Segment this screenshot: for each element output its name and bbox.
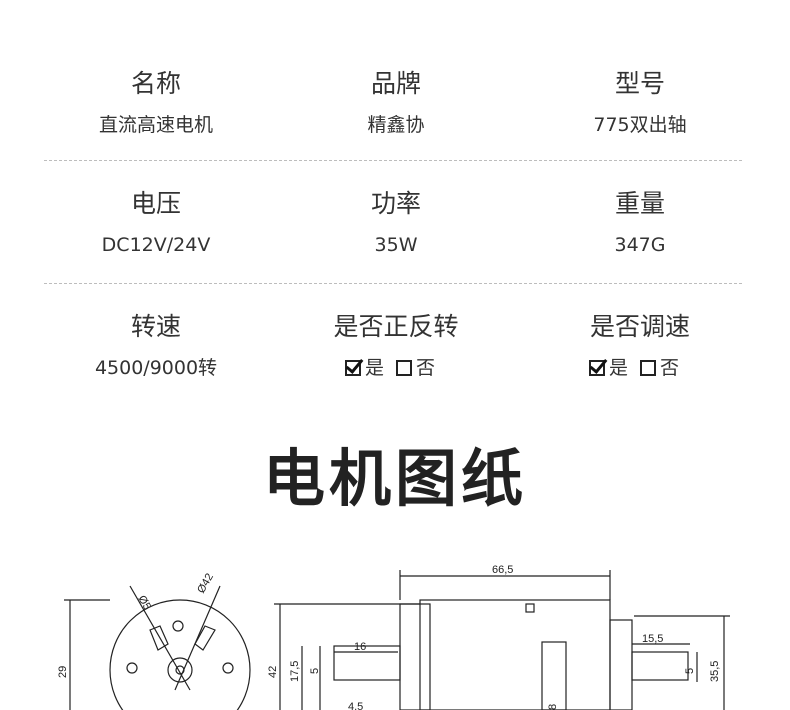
option-label: 是 xyxy=(608,357,628,379)
spec-reversible: 是否正反转 是 否 xyxy=(276,311,516,383)
option-label: 否 xyxy=(416,357,436,379)
adjustable-options: 是 否 xyxy=(588,355,691,381)
dim-15-5: 15,5 xyxy=(642,633,663,645)
dim-d42: Ø42 xyxy=(195,571,216,595)
spec-label: 电压 xyxy=(130,189,181,218)
spec-label: 是否正反转 xyxy=(333,312,459,341)
dim-66-5: 66,5 xyxy=(492,564,513,576)
reversible-options: 是 否 xyxy=(344,355,447,381)
section-title: 电机图纸 xyxy=(262,442,527,515)
front-center-boss xyxy=(167,657,193,683)
side-tab xyxy=(525,603,535,613)
spec-value: 直流高速电机 xyxy=(98,114,213,136)
dim-5-right: 5 xyxy=(684,668,696,674)
side-window xyxy=(541,641,567,710)
front-outer-circle xyxy=(109,599,251,710)
spec-label: 功率 xyxy=(370,189,421,218)
spec-voltage: 电压 DC12V/24V xyxy=(36,188,276,258)
spec-value: 347G xyxy=(614,234,666,256)
spec-label: 品牌 xyxy=(370,69,421,98)
spec-options: 是 否 xyxy=(276,355,516,383)
spec-value: DC12V/24V xyxy=(101,234,211,256)
adjustable-yes-checkbox[interactable] xyxy=(588,360,605,376)
adjustable-no-checkbox[interactable] xyxy=(640,360,656,376)
dim-d5: Ø5 xyxy=(135,594,153,613)
leader-line xyxy=(174,585,221,691)
front-hole xyxy=(222,662,234,674)
front-hole xyxy=(172,620,184,632)
spec-value: 精鑫协 xyxy=(367,114,425,136)
front-hole xyxy=(126,662,138,674)
spec-row-2: 电压 DC12V/24V 功率 35W 重量 347G xyxy=(0,188,790,268)
spec-name: 名称 直流高速电机 xyxy=(36,68,276,138)
dim-35-5: 35,5 xyxy=(709,661,721,682)
spec-speed: 转速 4500/9000转 xyxy=(36,311,276,381)
dim-42: 42 xyxy=(267,666,279,678)
spec-options: 是 否 xyxy=(520,355,760,383)
motor-drawing: Ø5 Ø42 29 66,5 42 16 17,5 5 15,5 5 35,5 … xyxy=(57,564,730,710)
spec-weight: 重量 347G xyxy=(520,188,760,258)
front-slot xyxy=(194,625,216,651)
side-view xyxy=(274,570,730,710)
spec-brand: 品牌 精鑫协 xyxy=(276,68,516,138)
spec-label: 转速 xyxy=(130,312,181,341)
spec-label: 名称 xyxy=(130,69,181,98)
dim-29: 29 xyxy=(57,666,69,678)
row-divider xyxy=(44,283,742,284)
side-endcap-right xyxy=(609,619,633,710)
reversible-yes-checkbox[interactable] xyxy=(344,360,361,376)
dim-16: 16 xyxy=(354,641,366,653)
dim-4-5: 4,5 xyxy=(348,701,363,710)
dim-5-left: 5 xyxy=(309,668,321,674)
spec-value: 775双出轴 xyxy=(593,114,687,136)
front-view xyxy=(64,585,251,710)
spec-value: 35W xyxy=(374,234,418,256)
shaft-left xyxy=(333,645,401,681)
spec-label: 是否调速 xyxy=(589,312,690,341)
spec-row-3: 转速 4500/9000转 是否正反转 是 否 是否调速 是 xyxy=(0,311,790,391)
option-label: 否 xyxy=(660,357,680,379)
reversible-no-checkbox[interactable] xyxy=(396,360,412,376)
leader-line xyxy=(129,585,191,691)
spec-label: 型号 xyxy=(614,69,665,98)
option-label: 是 xyxy=(364,357,384,379)
spec-row-1: 名称 直流高速电机 品牌 精鑫协 型号 775双出轴 xyxy=(0,68,790,148)
spec-value: 4500/9000转 xyxy=(94,357,218,379)
spec-label: 重量 xyxy=(614,189,665,218)
front-slot xyxy=(149,625,169,651)
side-endcap-left xyxy=(399,603,431,710)
spec-model: 型号 775双出轴 xyxy=(520,68,760,138)
dim-17-5: 17,5 xyxy=(289,661,301,682)
spec-adjustable: 是否调速 是 否 xyxy=(520,311,760,383)
dim-8: 8 xyxy=(547,704,559,710)
side-body xyxy=(419,599,611,710)
row-divider xyxy=(44,160,742,161)
shaft-right xyxy=(631,651,689,681)
spec-power: 功率 35W xyxy=(276,188,516,258)
